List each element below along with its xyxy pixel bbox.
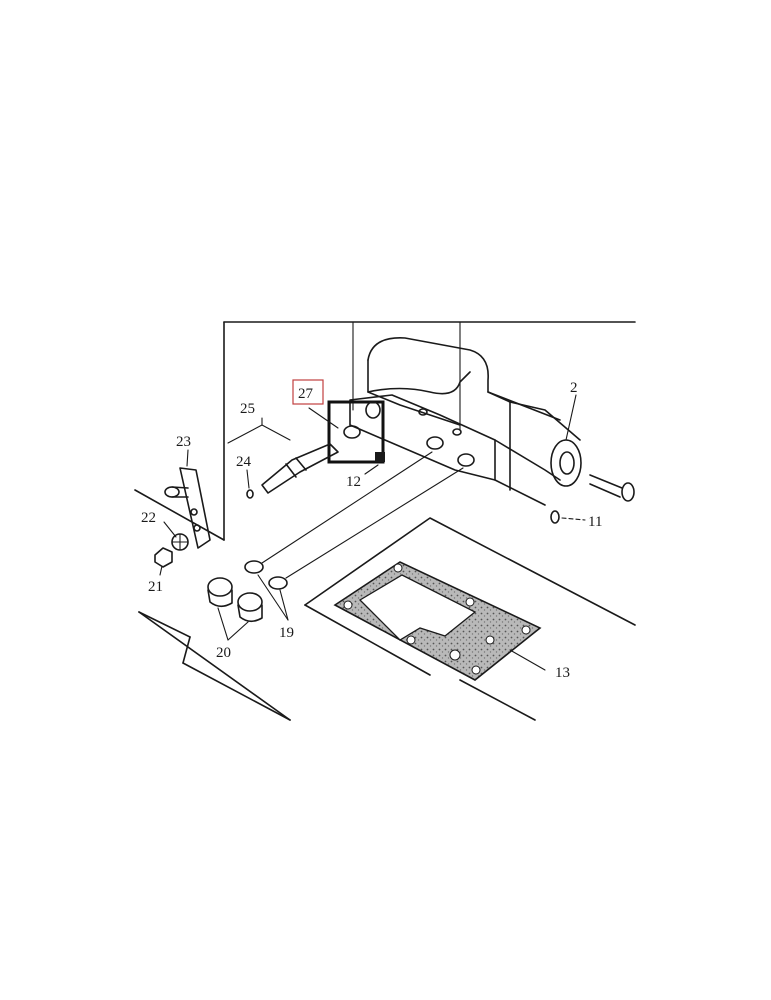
callout-27: 27 [298, 386, 314, 402]
callout-20: 20 [216, 645, 231, 661]
callout-21: 21 [148, 579, 163, 595]
valve-housing [349, 337, 582, 506]
callout-25: 25 [240, 401, 255, 417]
housing-bore [550, 439, 582, 487]
part-23-lever [164, 467, 211, 549]
part-11-plug [550, 474, 635, 524]
part-25-spool [227, 417, 339, 499]
part-27-highlight-box [327, 400, 385, 464]
part-13-gasket [333, 561, 542, 681]
part-19-orings [244, 451, 464, 590]
callout-leaders [159, 394, 577, 671]
callout-12: 12 [346, 474, 361, 490]
callout-23: 23 [176, 434, 191, 450]
part-20-plugs [207, 577, 263, 623]
callout-19: 19 [279, 625, 294, 641]
part-24-ring [246, 489, 254, 499]
leader-lines-top [352, 321, 461, 431]
callout-13: 13 [555, 665, 570, 681]
callout-labels: 2 11 12 13 19 20 21 22 23 24 25 27 [141, 379, 602, 681]
callout-11: 11 [588, 514, 602, 530]
part-27-fitting [343, 401, 385, 462]
callout-27-box [292, 379, 324, 405]
frame-lines [134, 321, 636, 721]
part-22-washer [171, 533, 189, 551]
part-21-nut [154, 547, 173, 568]
callout-22: 22 [141, 510, 156, 526]
callout-2: 2 [570, 380, 578, 396]
callout-24: 24 [236, 454, 252, 470]
